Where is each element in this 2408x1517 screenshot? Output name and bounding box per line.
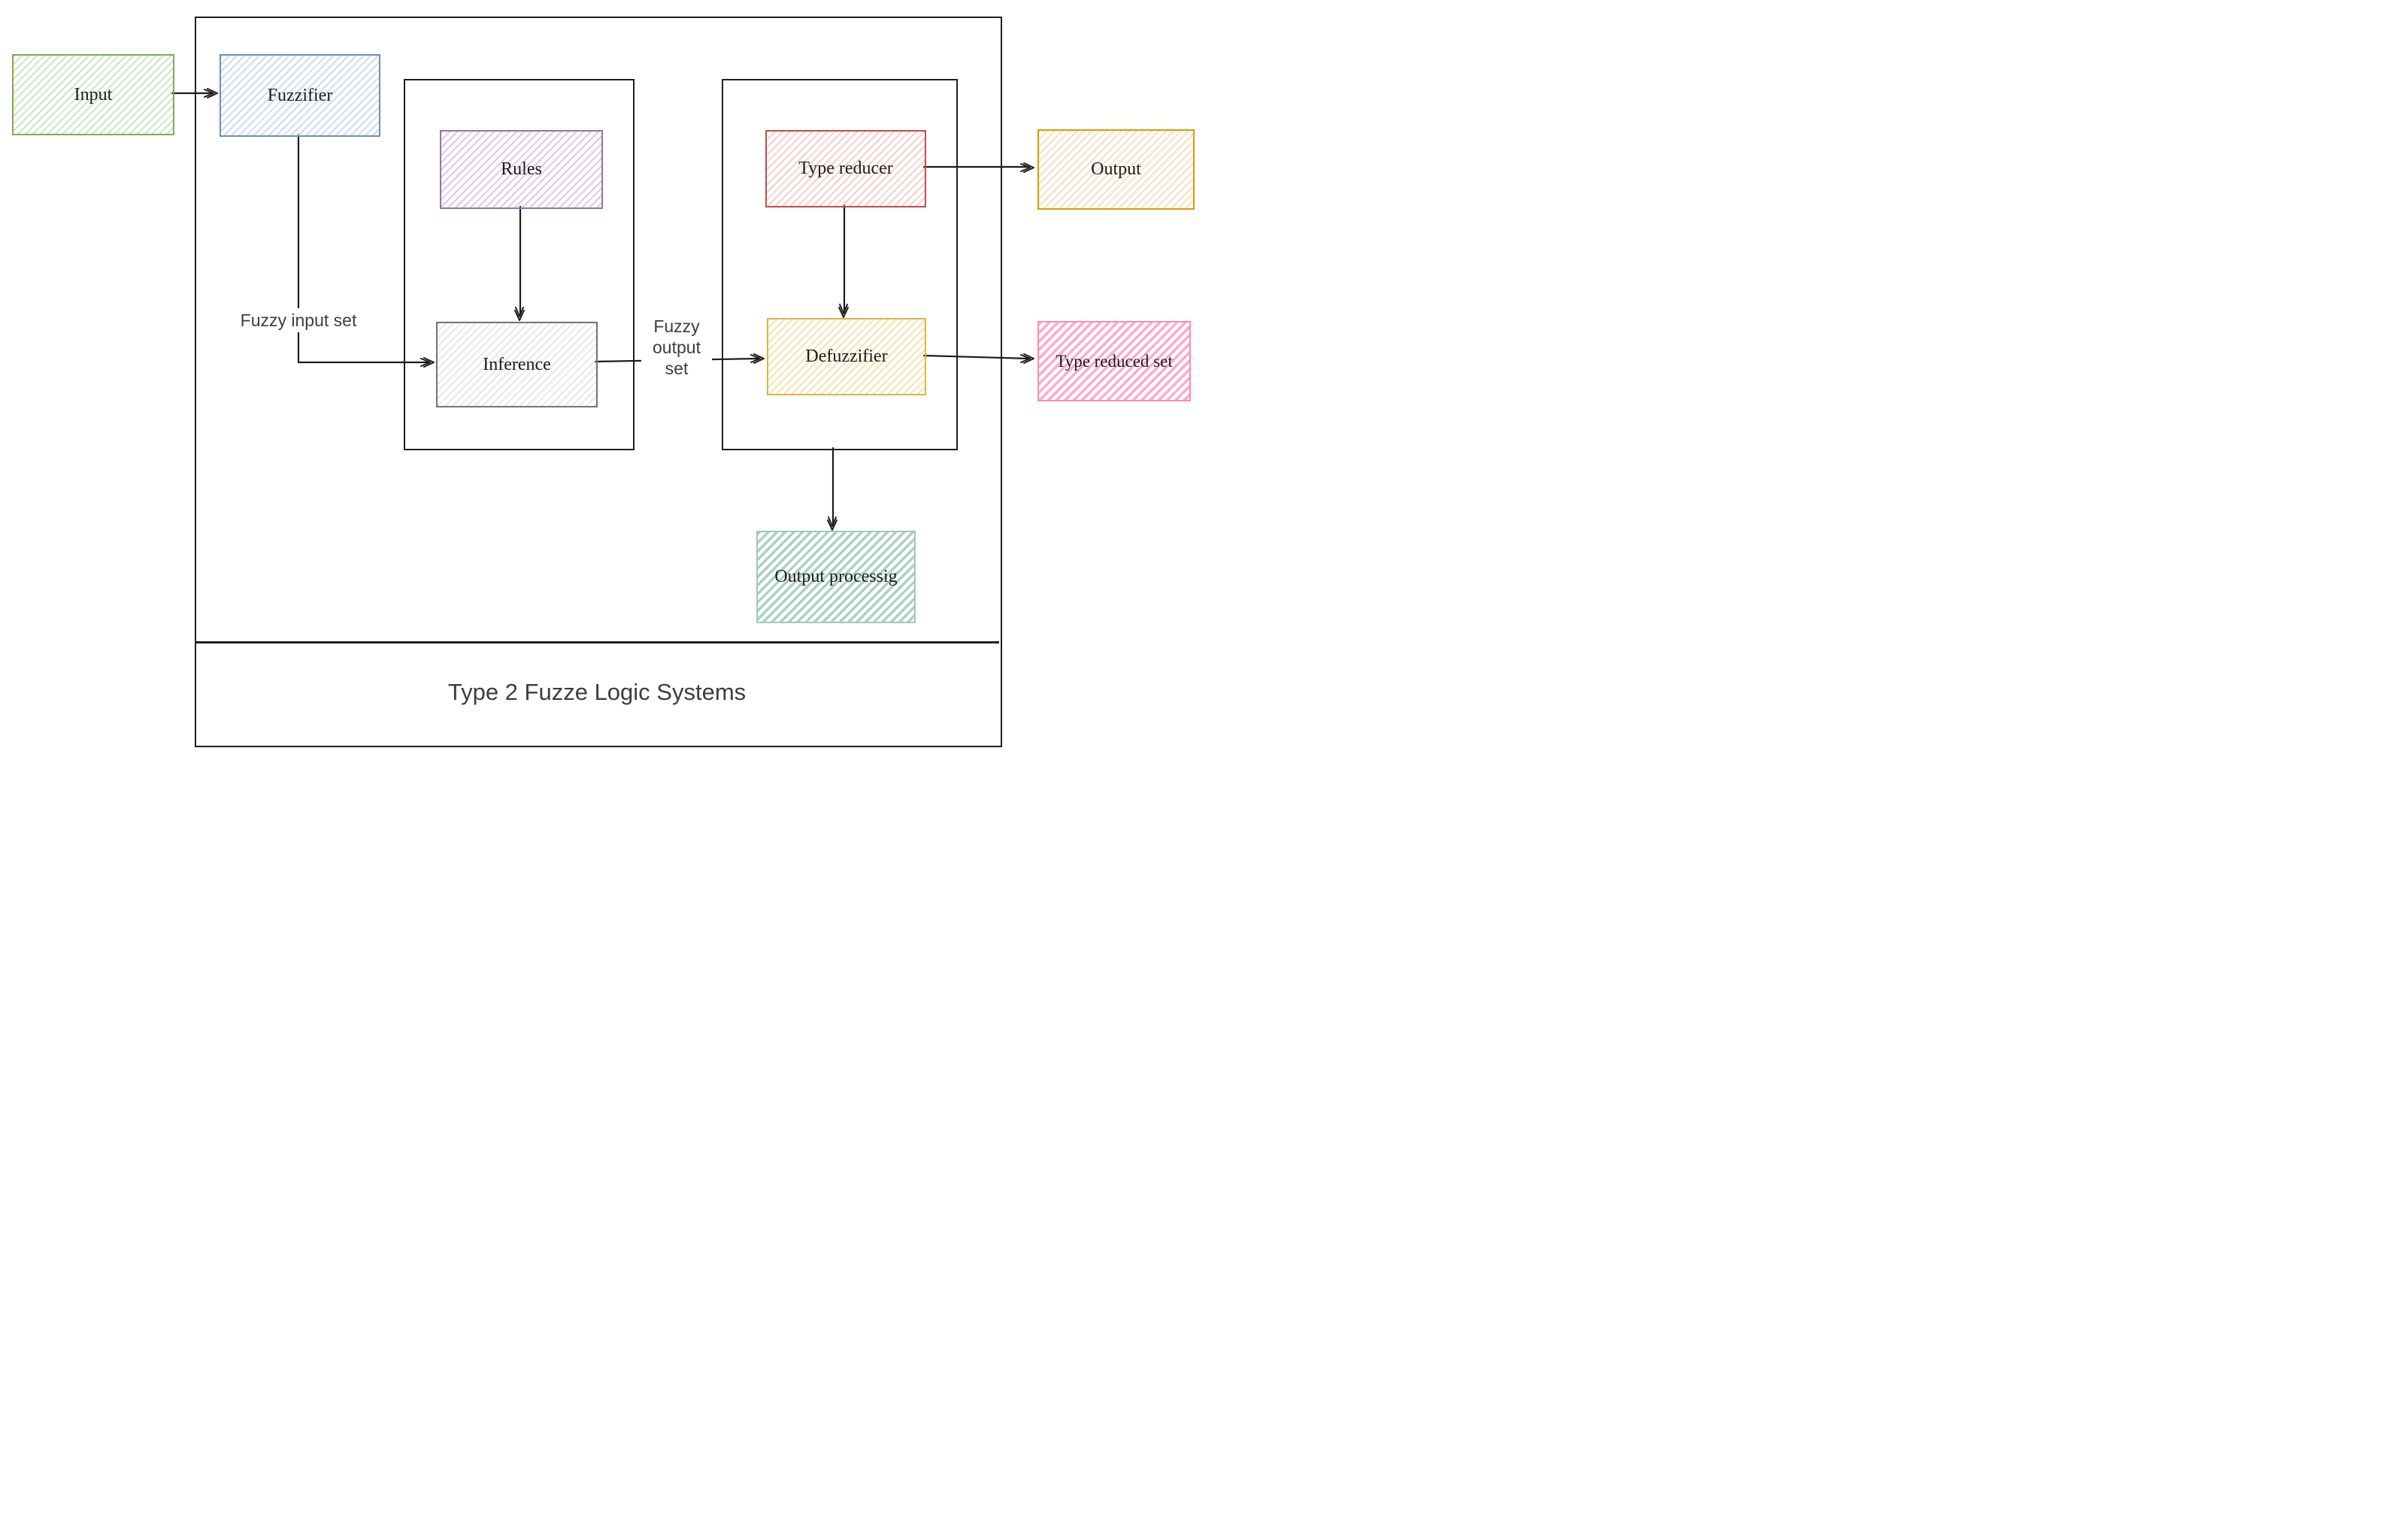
edge-label-fuzzy-input-set: Fuzzy input set bbox=[237, 308, 360, 333]
node-type-reduced-set-label: Type reduced set bbox=[1056, 351, 1173, 371]
node-output-processing-label: Output processig bbox=[774, 567, 898, 587]
diagram-title: Type 2 Fuzze Logic Systems bbox=[447, 679, 747, 705]
node-output-processing: Output processig bbox=[756, 531, 916, 623]
outer-container bbox=[195, 17, 1002, 747]
node-type-reduced-set: Type reduced set bbox=[1037, 321, 1191, 401]
node-defuzzifier-label: Defuzzifier bbox=[805, 347, 888, 367]
node-fuzzifier-label: Fuzzifier bbox=[267, 85, 333, 105]
node-type-reducer-label: Type reducer bbox=[798, 159, 893, 179]
fuzzy-logic-diagram: Input Fuzzifier Rules Inference Type red… bbox=[0, 0, 1204, 758]
node-fuzzifier: Fuzzifier bbox=[220, 54, 380, 137]
title-band-divider bbox=[196, 641, 999, 643]
node-input-label: Input bbox=[74, 84, 113, 104]
node-output: Output bbox=[1037, 129, 1195, 210]
node-input: Input bbox=[12, 54, 174, 135]
output-processing-container bbox=[722, 79, 958, 450]
node-inference-label: Inference bbox=[483, 354, 551, 374]
edge-label-fuzzy-output-set: Fuzzy output set bbox=[641, 314, 712, 381]
node-rules: Rules bbox=[440, 130, 603, 209]
node-output-label: Output bbox=[1091, 159, 1141, 180]
node-defuzzifier: Defuzzifier bbox=[767, 318, 926, 395]
node-type-reducer: Type reducer bbox=[765, 130, 926, 207]
node-inference: Inference bbox=[436, 322, 598, 407]
node-rules-label: Rules bbox=[501, 159, 542, 180]
